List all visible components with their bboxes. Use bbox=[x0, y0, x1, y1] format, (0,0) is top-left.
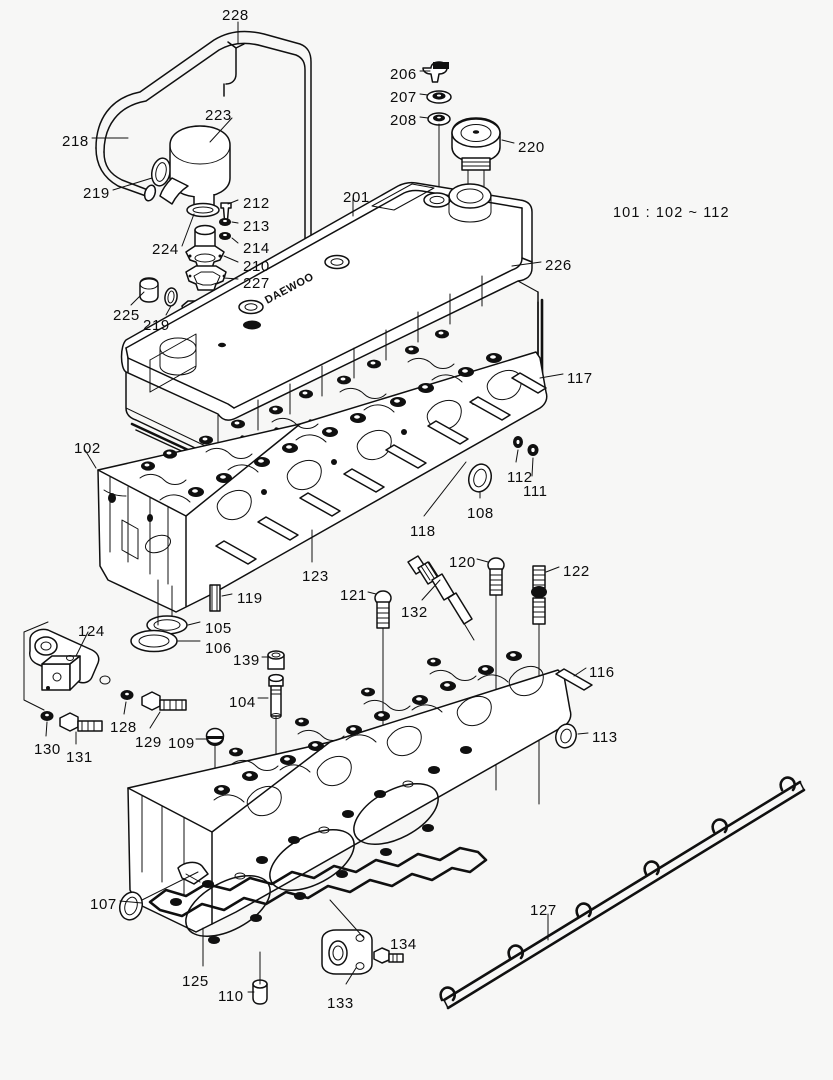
bolt-134 bbox=[373, 947, 404, 964]
bolt-129 bbox=[141, 691, 187, 711]
washer-214 bbox=[219, 232, 231, 240]
callout-224: 224 bbox=[152, 241, 179, 258]
head-bolt-121 bbox=[374, 590, 392, 809]
callout-210: 210 bbox=[243, 258, 270, 275]
callout-223: 223 bbox=[205, 107, 232, 124]
callout-106: 106 bbox=[205, 640, 232, 657]
callout-213: 213 bbox=[243, 218, 270, 235]
oil-filler-cap-220 bbox=[451, 117, 501, 187]
washer-128 bbox=[120, 690, 134, 700]
callout-130: 130 bbox=[34, 741, 61, 758]
callout-120: 120 bbox=[449, 554, 476, 571]
parts-range-note: 101 : 102 ~ 112 bbox=[613, 205, 730, 221]
callout-128: 128 bbox=[110, 719, 137, 736]
callout-220: 220 bbox=[518, 139, 545, 156]
callout-206: 206 bbox=[390, 66, 417, 83]
valve-guide-104 bbox=[268, 673, 284, 807]
callout-127: 127 bbox=[530, 902, 557, 919]
plug-cap-225 bbox=[139, 277, 159, 303]
callout-132: 132 bbox=[401, 604, 428, 621]
dowel-pin-119 bbox=[209, 584, 221, 612]
callout-111: 111 bbox=[523, 483, 548, 500]
oil-rail-127 bbox=[439, 776, 806, 1010]
seal-ring-107 bbox=[118, 891, 144, 921]
head-gasket-125 bbox=[148, 746, 488, 967]
callout-218: 218 bbox=[62, 133, 89, 150]
o-ring-224 bbox=[186, 202, 220, 218]
seal-111 bbox=[527, 444, 539, 456]
flange-133 bbox=[321, 899, 373, 985]
glow-plug-132 bbox=[407, 555, 475, 641]
callout-201: 201 bbox=[343, 189, 370, 206]
callout-116: 116 bbox=[589, 664, 615, 681]
lifting-bracket-124 bbox=[23, 621, 111, 711]
callout-104: 104 bbox=[229, 694, 256, 711]
callout-124: 124 bbox=[78, 623, 105, 640]
callout-219a: 219 bbox=[83, 185, 110, 202]
callout-108: 108 bbox=[467, 505, 494, 522]
valve-109 bbox=[205, 727, 225, 811]
valve-train-detail-101 bbox=[213, 651, 544, 817]
leader-lines bbox=[45, 21, 589, 993]
callout-123: 123 bbox=[302, 568, 329, 585]
breather-pipe-228 bbox=[95, 30, 312, 293]
washer-207 bbox=[426, 90, 452, 104]
seal-ring-219-lower bbox=[164, 287, 178, 307]
callout-131: 131 bbox=[66, 749, 93, 766]
cylinder-head-102 bbox=[97, 329, 548, 613]
plug-110 bbox=[252, 951, 268, 1005]
washer-213 bbox=[219, 218, 231, 226]
callout-129: 129 bbox=[135, 734, 162, 751]
callout-219b: 219 bbox=[143, 317, 170, 334]
callout-102: 102 bbox=[74, 440, 101, 457]
callout-134: 134 bbox=[390, 936, 417, 953]
callout-139: 139 bbox=[233, 652, 260, 669]
cylinder-head-lower-101 bbox=[127, 651, 593, 933]
callout-214: 214 bbox=[243, 240, 270, 257]
bolt-206 bbox=[422, 61, 449, 83]
callout-121: 121 bbox=[340, 587, 367, 604]
seal-112 bbox=[513, 436, 523, 448]
seal-ring-219-upper bbox=[150, 157, 172, 187]
callout-107: 107 bbox=[90, 896, 117, 913]
callout-109: 109 bbox=[168, 735, 195, 752]
valve-seat-105 bbox=[146, 615, 188, 635]
callout-110: 110 bbox=[218, 988, 244, 1005]
callout-208: 208 bbox=[390, 112, 417, 129]
callout-118: 118 bbox=[410, 523, 436, 540]
bolt-131 bbox=[59, 712, 103, 732]
valve-seal-108 bbox=[467, 463, 493, 493]
gasket-227 bbox=[185, 265, 227, 291]
callout-113: 113 bbox=[592, 729, 618, 746]
studs-group-102 bbox=[215, 372, 547, 565]
valve-seat-106 bbox=[130, 629, 178, 653]
callout-125: 125 bbox=[182, 973, 209, 990]
stud-116 bbox=[555, 668, 593, 691]
separator-housing-210 bbox=[185, 224, 225, 269]
callout-105: 105 bbox=[205, 620, 232, 637]
callout-112: 112 bbox=[507, 469, 533, 486]
seal-113 bbox=[555, 723, 577, 749]
callout-133: 133 bbox=[327, 995, 354, 1012]
callout-122: 122 bbox=[563, 563, 590, 580]
callout-228: 228 bbox=[222, 7, 249, 24]
callout-207: 207 bbox=[390, 89, 417, 106]
washer-130 bbox=[40, 711, 54, 721]
callout-226: 226 bbox=[545, 257, 572, 274]
callout-119: 119 bbox=[237, 590, 263, 607]
callout-227: 227 bbox=[243, 275, 270, 292]
washer-208 bbox=[427, 112, 451, 126]
valve-guide-seal-139 bbox=[267, 650, 285, 670]
valve-train-detail-102 bbox=[139, 329, 522, 521]
callout-212: 212 bbox=[243, 195, 270, 212]
callout-225: 225 bbox=[113, 307, 140, 324]
callout-117: 117 bbox=[567, 370, 593, 387]
